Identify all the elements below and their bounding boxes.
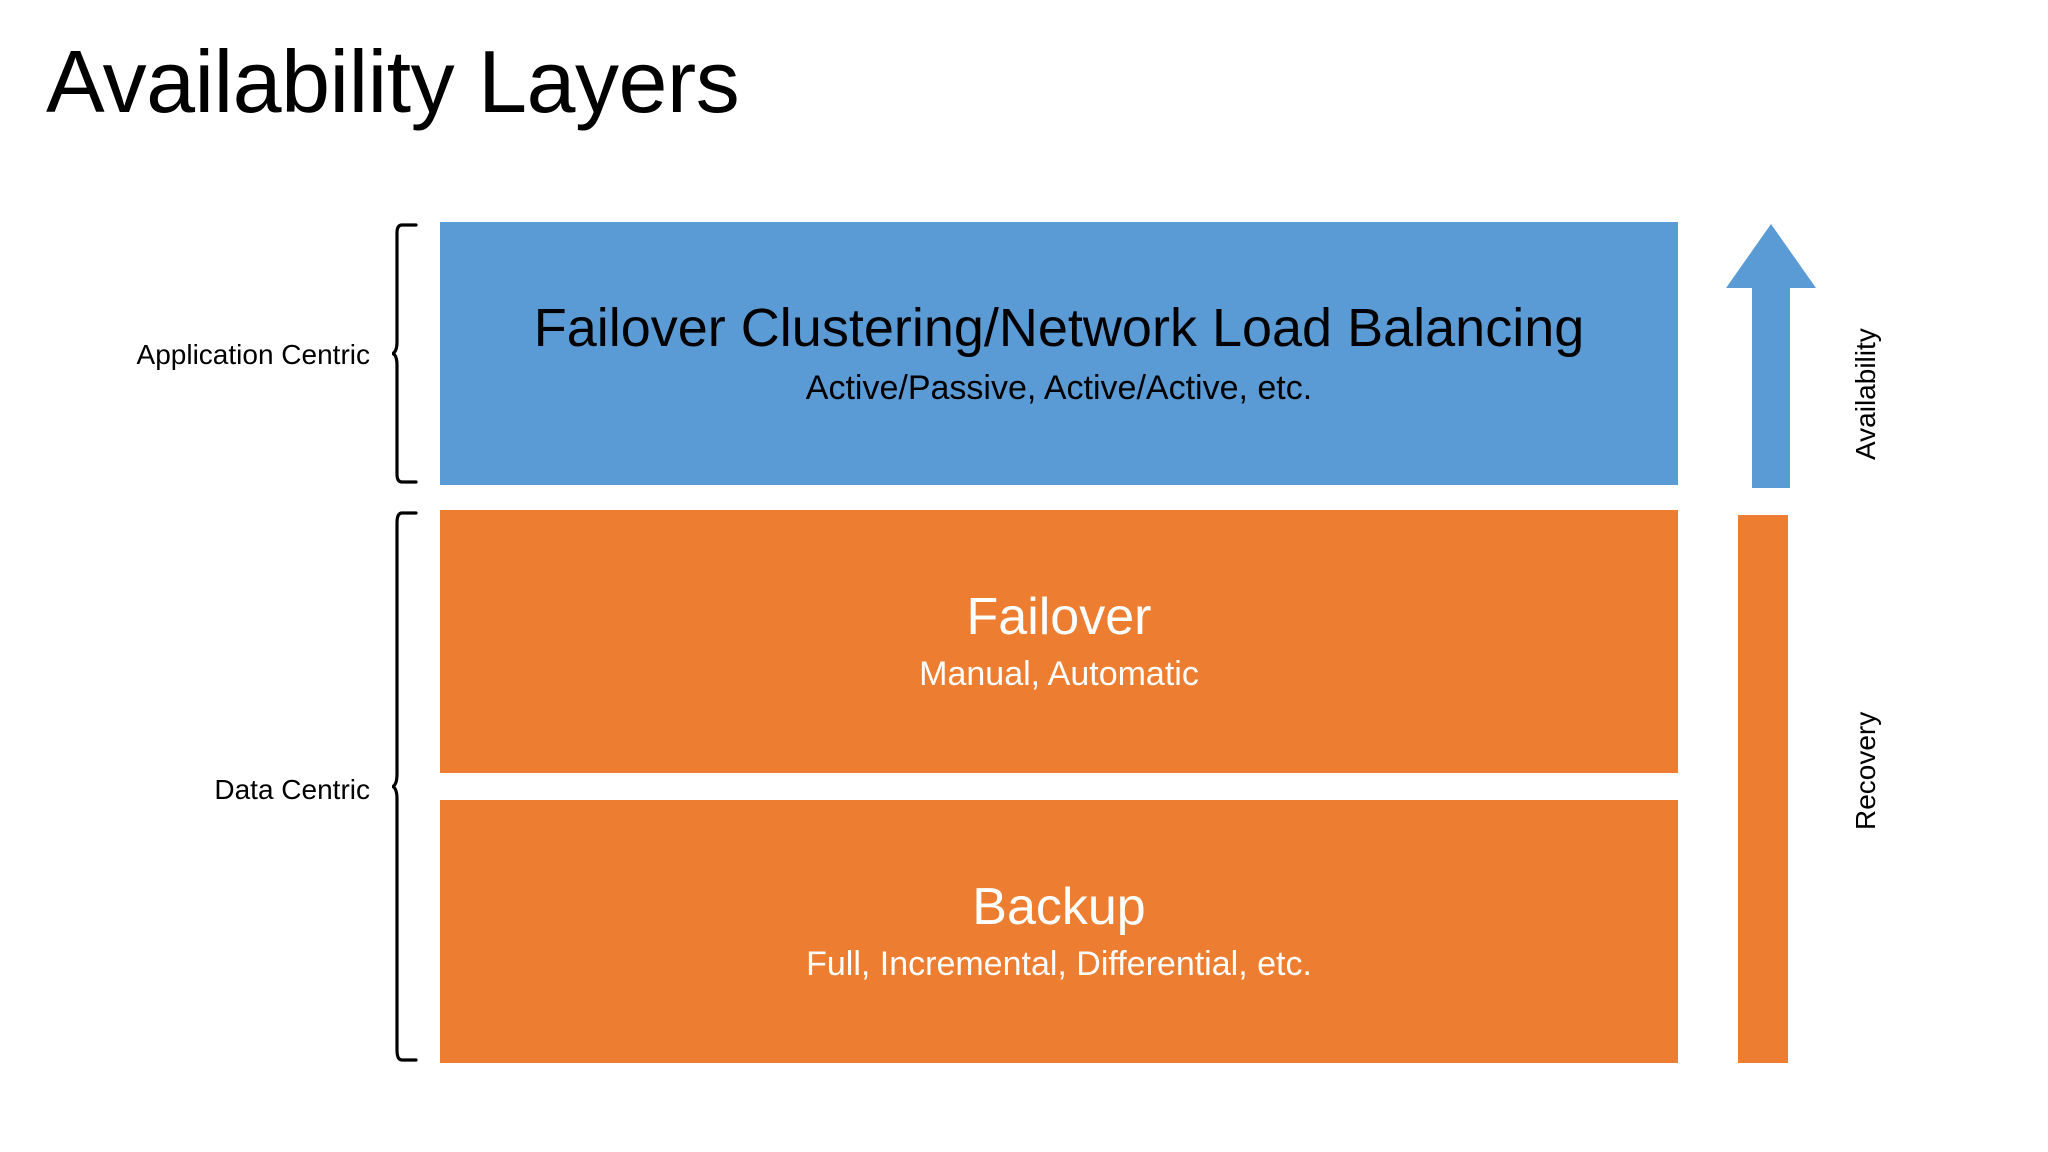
arrow-up-icon [1724,222,1818,490]
layer-title-backup: Backup [972,878,1146,937]
indicator-label-recovery: Recovery [1850,711,1881,830]
group-label-application-centric: Application Centric [136,339,370,371]
brace-data-centric [392,510,418,1063]
recovery-bar [1738,515,1788,1063]
layer-application-centric[interactable]: Failover Clustering/Network Load Balanci… [440,222,1678,485]
layer-failover[interactable]: Failover Manual, Automatic [440,510,1678,773]
brace-application-centric [392,222,418,485]
page-title: Availability Layers [46,32,740,131]
layer-subtitle-failover: Manual, Automatic [919,654,1199,693]
layer-backup[interactable]: Backup Full, Incremental, Differential, … [440,800,1678,1063]
layer-subtitle-backup: Full, Incremental, Differential, etc. [806,944,1312,983]
layer-title-failover: Failover [966,588,1152,647]
group-label-data-centric: Data Centric [214,774,370,806]
indicator-label-availability: Availability [1850,328,1881,460]
layer-title-application-centric: Failover Clustering/Network Load Balanci… [533,298,1585,359]
layer-subtitle-application-centric: Active/Passive, Active/Active, etc. [805,368,1313,407]
